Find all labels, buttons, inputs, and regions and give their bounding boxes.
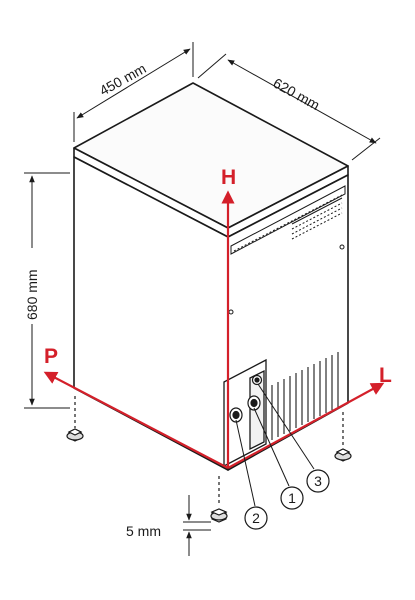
dim-height-label: 680 mm: [24, 269, 40, 320]
dim-depth-label: 620 mm: [271, 75, 323, 114]
foot-left: [66, 428, 84, 442]
screw-hole: [339, 244, 345, 250]
callout-1: 1: [253, 407, 304, 510]
callout-2-label: 2: [252, 510, 260, 526]
callout-3: 3: [257, 383, 330, 493]
connection-panel: [223, 358, 267, 468]
axis-p-line: [43, 371, 229, 469]
axis-label-l: L: [379, 364, 392, 387]
callout-1-label: 1: [288, 490, 296, 506]
upper-vent-grille: [230, 185, 346, 255]
feet: [66, 396, 352, 523]
fitting-2: [229, 407, 243, 423]
dim-height-label-bg: [24, 248, 40, 324]
axes: [43, 190, 385, 469]
cabinet: [73, 82, 349, 471]
fitting-3: [251, 374, 263, 386]
axis-label-h: H: [221, 166, 236, 189]
callout-2: 2: [235, 419, 268, 530]
axis-label-p: P: [44, 345, 58, 368]
foot-front: [210, 508, 228, 523]
callout-3-label: 3: [314, 473, 322, 489]
dim-foot-label: 5 mm: [126, 523, 161, 539]
dim-width: [73, 42, 194, 142]
dim-foot: [183, 495, 211, 556]
dim-depth: [197, 53, 381, 161]
lower-vent-slats: [271, 352, 339, 440]
fitting-1: [247, 395, 261, 411]
foot-right: [334, 448, 352, 462]
axis-l-line: [227, 382, 385, 469]
